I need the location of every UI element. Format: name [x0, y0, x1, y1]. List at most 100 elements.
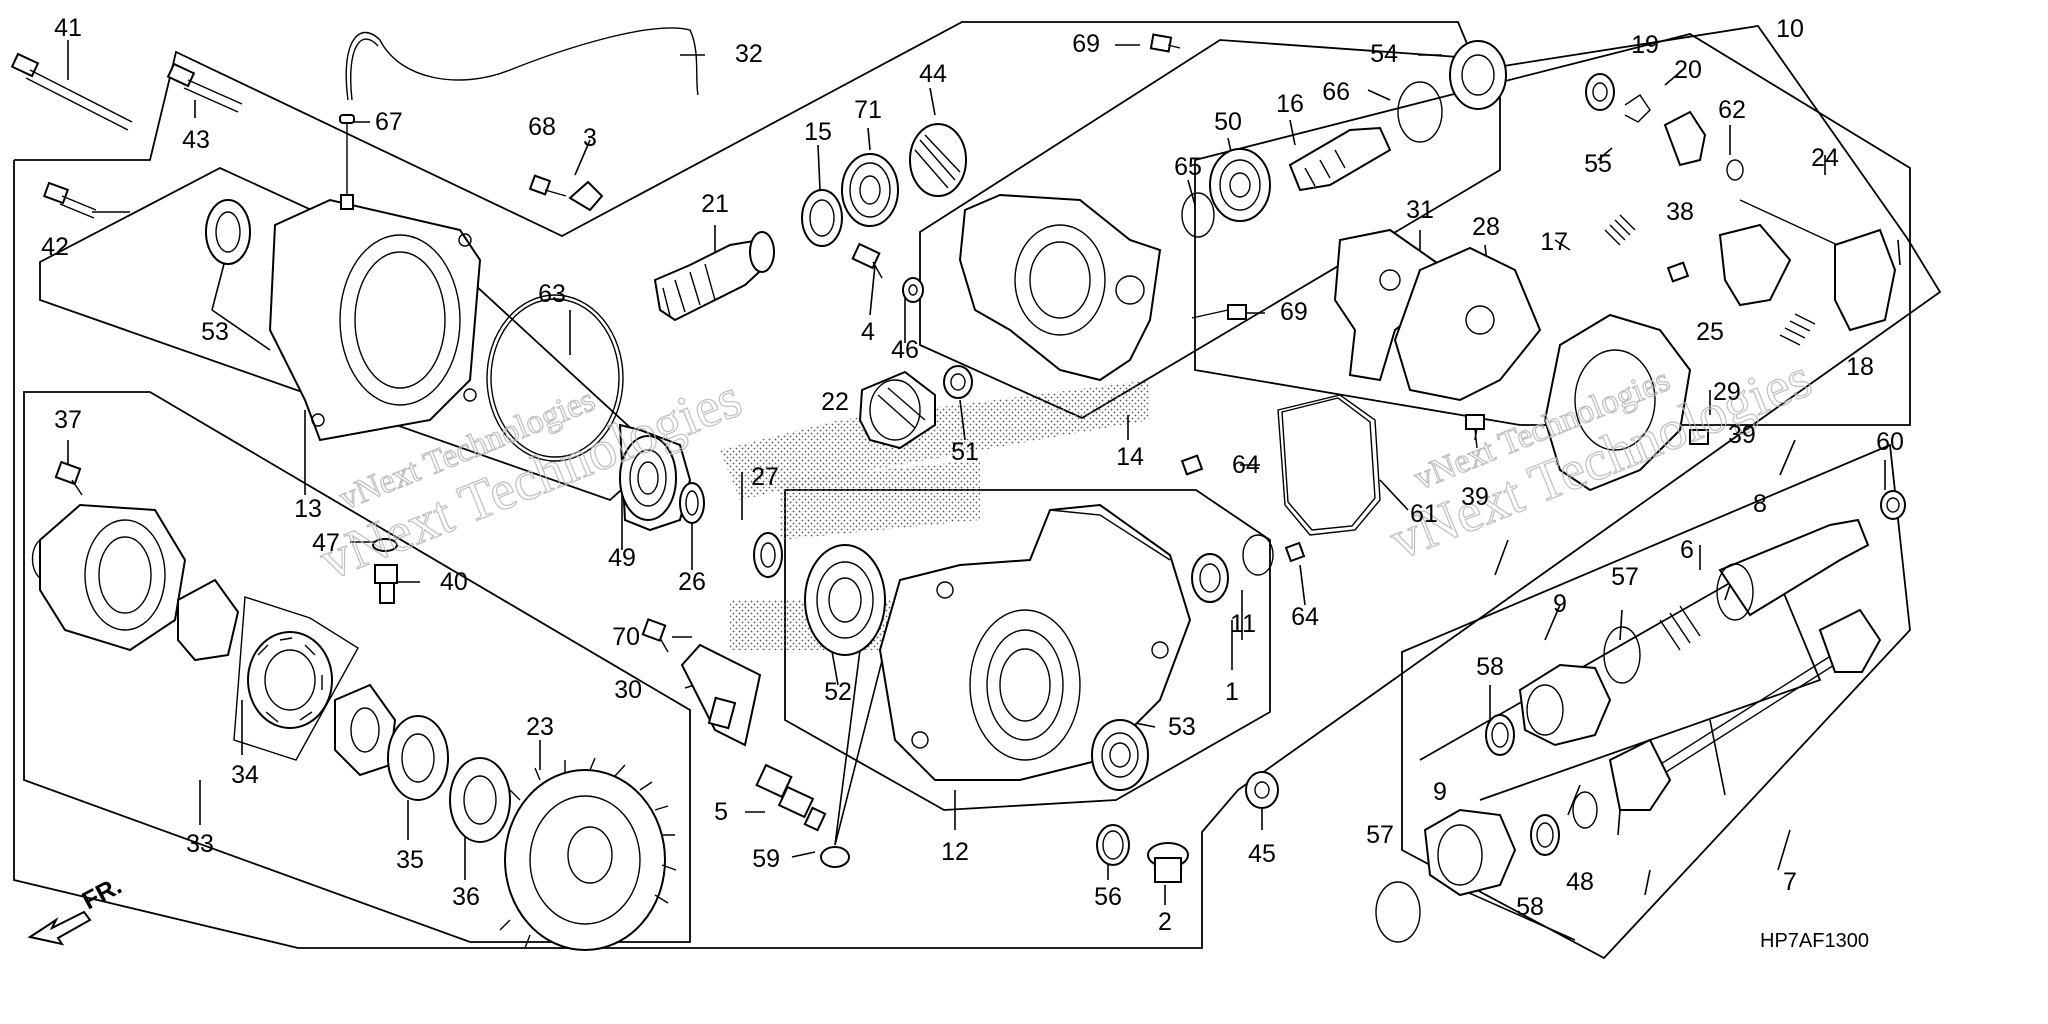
label-34: 34	[231, 761, 259, 789]
ring-57-upper	[1603, 626, 1641, 684]
label-35: 35	[396, 846, 424, 874]
front-marker: FR.	[78, 872, 127, 916]
label-28: 28	[1472, 213, 1500, 241]
label-42: 42	[41, 233, 69, 261]
ring-gear-23	[499, 757, 677, 951]
frame-differential	[23, 391, 691, 943]
fork-25	[1718, 223, 1792, 307]
case-12	[878, 503, 1192, 781]
label-47: 47	[312, 529, 340, 557]
label-64-upper: 64	[1232, 451, 1260, 479]
label-53-lower: 53	[1168, 713, 1196, 741]
washer-36	[449, 757, 511, 843]
pinion-21	[653, 231, 775, 322]
label-43: 43	[182, 126, 210, 154]
label-48: 48	[1566, 868, 1594, 896]
plate-28	[1393, 246, 1542, 402]
label-63: 63	[538, 280, 566, 308]
sensor-5	[755, 763, 827, 832]
label-18: 18	[1846, 353, 1874, 381]
label-68: 68	[528, 113, 556, 141]
label-50: 50	[1214, 108, 1242, 136]
gasket-61	[1277, 394, 1381, 536]
group-frames	[13, 21, 1942, 960]
bearing-44	[909, 123, 967, 197]
shaft-7	[1608, 608, 1882, 811]
label-57-lower: 57	[1366, 821, 1394, 849]
boot-9-upper	[1518, 663, 1612, 747]
clip-67	[339, 114, 355, 210]
label-65: 65	[1174, 153, 1202, 181]
o-ring-59	[820, 846, 850, 868]
ring-58-lower	[1530, 814, 1560, 856]
bolt-47	[372, 538, 398, 552]
label-53-upper: 53	[201, 318, 229, 346]
label-8: 8	[1753, 490, 1767, 518]
label-44: 44	[919, 60, 947, 88]
seal-53-upper	[205, 199, 251, 265]
label-57-upper: 57	[1611, 563, 1639, 591]
label-12: 12	[941, 838, 969, 866]
ring-57-lower	[1375, 881, 1421, 943]
bearing-52	[804, 544, 886, 656]
washer-27	[753, 532, 783, 578]
label-49: 49	[608, 544, 636, 572]
label-62: 62	[1718, 96, 1746, 124]
plug-64-lower	[1284, 541, 1306, 563]
frame-upper-case	[919, 39, 1501, 420]
breather-tube-32	[345, 27, 699, 101]
leader-lines	[67, 40, 1901, 941]
cam-34	[233, 596, 359, 761]
cam-34-housing	[177, 578, 240, 662]
label-3: 3	[583, 124, 597, 152]
circlip-66	[1397, 81, 1443, 143]
label-10: 10	[1776, 15, 1804, 43]
label-67: 67	[375, 108, 403, 136]
bolt-38	[1666, 261, 1690, 283]
label-5: 5	[714, 798, 728, 826]
label-58-lower: 58	[1516, 893, 1544, 921]
label-41: 41	[54, 14, 82, 42]
label-45: 45	[1248, 840, 1276, 868]
label-24: 24	[1811, 144, 1839, 172]
label-16: 16	[1276, 90, 1304, 118]
bearing-54	[1449, 40, 1507, 110]
bolt-39-left	[1465, 414, 1485, 449]
ring-58-upper	[1485, 714, 1515, 756]
label-51: 51	[951, 438, 979, 466]
label-39-left: 39	[1461, 483, 1489, 511]
label-37: 37	[54, 406, 82, 434]
seal-11	[1191, 534, 1274, 603]
label-2: 2	[1158, 908, 1172, 936]
label-22: 22	[821, 388, 849, 416]
plate-31	[1333, 228, 1442, 382]
label-46: 46	[891, 336, 919, 364]
bolt-70	[641, 618, 669, 653]
ring-55	[1585, 73, 1615, 111]
label-31: 31	[1406, 196, 1434, 224]
label-40: 40	[440, 568, 468, 596]
label-32: 32	[735, 40, 763, 68]
label-14: 14	[1116, 443, 1144, 471]
bolt-69-mid	[1191, 304, 1247, 320]
bushing-51	[943, 365, 973, 399]
part-labels: 41 43 42 53 13 32 67 68 3 63 47 40 49 26…	[41, 14, 1904, 936]
washer-46	[902, 277, 924, 303]
label-56: 56	[1094, 883, 1122, 911]
upper-case-14	[958, 193, 1162, 382]
bolt-69-upper	[1149, 33, 1181, 53]
o-ring-63	[486, 294, 624, 462]
ring-26	[679, 482, 705, 524]
nut-45	[1245, 771, 1279, 809]
label-64-lower: 64	[1291, 603, 1319, 631]
label-66: 66	[1322, 78, 1350, 106]
plug-40	[374, 564, 398, 604]
frame-shift	[1194, 33, 1911, 426]
sensor-4	[851, 242, 883, 279]
frame-main	[13, 21, 1942, 949]
diff-case	[31, 503, 187, 652]
bolt-68	[528, 174, 567, 197]
washer-15	[801, 189, 843, 247]
